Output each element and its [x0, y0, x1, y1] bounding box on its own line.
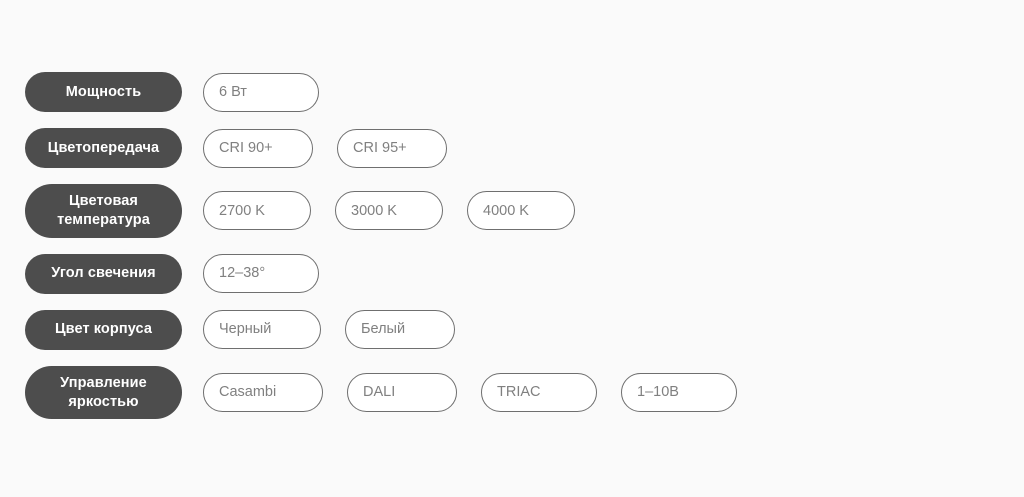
spec-row-beam-angle: Угол свечения 12–38°: [0, 253, 1024, 294]
spec-values-color-rendering: CRI 90+ CRI 95+: [203, 128, 447, 168]
spec-label-housing-color: Цвет корпуса: [25, 309, 182, 350]
spec-row-power: Мощность 6 Вт: [0, 72, 1024, 112]
spec-value-option[interactable]: CRI 90+: [203, 128, 313, 168]
spec-row-housing-color: Цвет корпуса Черный Белый: [0, 309, 1024, 350]
spec-value-option[interactable]: 6 Вт: [203, 72, 319, 112]
spec-label-color-rendering: Цветопередача: [25, 128, 182, 168]
spec-value-option[interactable]: Casambi: [203, 373, 323, 413]
spec-value-option[interactable]: CRI 95+: [337, 128, 447, 168]
spec-label-power: Мощность: [25, 72, 182, 112]
spec-values-color-temperature: 2700 K 3000 K 4000 K: [203, 191, 575, 231]
spec-label-color-temperature: Цветовая температура: [25, 184, 182, 238]
spec-value-option[interactable]: 4000 K: [467, 191, 575, 231]
spec-row-dimming-control: Управление яркостью Casambi DALI TRIAC 1…: [0, 365, 1024, 420]
spec-label-beam-angle: Угол свечения: [25, 253, 182, 294]
spec-value-option[interactable]: TRIAC: [481, 373, 597, 413]
spec-value-option[interactable]: 12–38°: [203, 254, 319, 294]
spec-value-option[interactable]: 3000 K: [335, 191, 443, 231]
spec-label-dimming-control: Управление яркостью: [25, 365, 182, 420]
spec-value-option[interactable]: Белый: [345, 310, 455, 350]
spec-values-beam-angle: 12–38°: [203, 254, 319, 294]
spec-values-housing-color: Черный Белый: [203, 310, 455, 350]
spec-values-dimming-control: Casambi DALI TRIAC 1–10В: [203, 373, 737, 413]
spec-values-power: 6 Вт: [203, 72, 319, 112]
spec-value-option[interactable]: DALI: [347, 373, 457, 413]
spec-row-color-rendering: Цветопередача CRI 90+ CRI 95+: [0, 128, 1024, 168]
spec-row-color-temperature: Цветовая температура 2700 K 3000 K 4000 …: [0, 184, 1024, 238]
spec-value-option[interactable]: Черный: [203, 310, 321, 350]
spec-value-option[interactable]: 2700 K: [203, 191, 311, 231]
spec-value-option[interactable]: 1–10В: [621, 373, 737, 413]
